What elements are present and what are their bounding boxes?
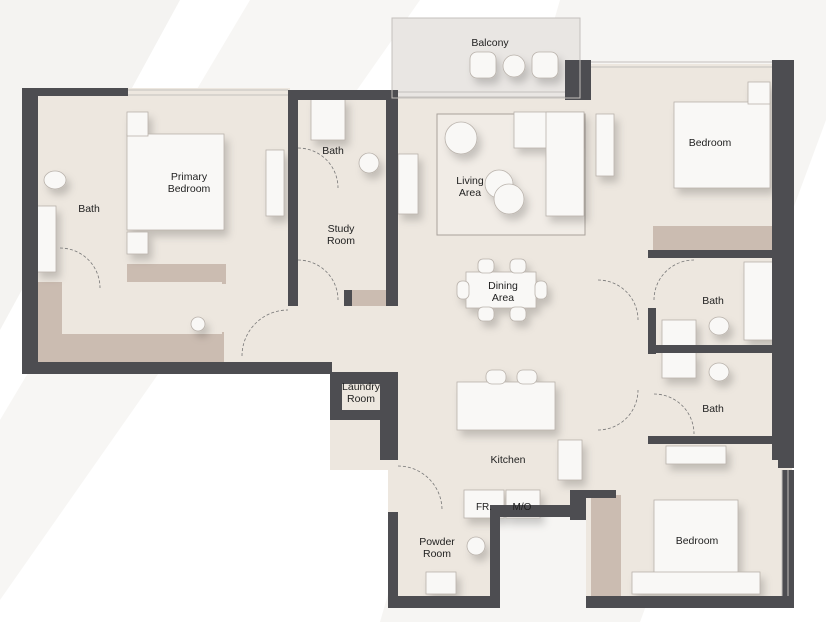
furniture bbox=[35, 51, 781, 595]
primary-bedroom-label-line2: Bedroom bbox=[168, 183, 211, 195]
door-swings bbox=[59, 147, 695, 511]
study-room-label-line2: Room bbox=[327, 235, 355, 247]
kitchen-label: Kitchen bbox=[490, 454, 525, 466]
powder-room-label-line1: Powder bbox=[419, 536, 455, 548]
bath-right-lower-label: Bath bbox=[702, 403, 724, 415]
living-area-label-line1: Living bbox=[456, 175, 484, 187]
bath-top-label: Bath bbox=[322, 145, 344, 157]
primary-bath-label: Bath bbox=[78, 203, 100, 215]
bedroom-ne-label: Bedroom bbox=[689, 137, 732, 149]
bath-right-upper-label: Bath bbox=[702, 295, 724, 307]
dining-area-label-line2: Area bbox=[492, 292, 514, 304]
bedroom-se-label: Bedroom bbox=[676, 535, 719, 547]
laundry-room-label-line1: Laundry bbox=[342, 381, 381, 393]
fridge-label: FR. bbox=[476, 502, 492, 513]
windows bbox=[128, 17, 789, 596]
laundry-room-label-line2: Room bbox=[347, 393, 375, 405]
living-area-label-line2: Area bbox=[459, 187, 481, 199]
microwave-label: M/O bbox=[513, 502, 532, 513]
room-labels: Balcony Primary Bedroom Bath Bath Study … bbox=[78, 37, 731, 560]
dining-area-label-line1: Dining bbox=[488, 280, 518, 292]
balcony-label: Balcony bbox=[471, 37, 509, 49]
powder-room-label-line2: Room bbox=[423, 548, 451, 560]
primary-bedroom-label-line1: Primary bbox=[171, 171, 208, 183]
study-room-label-line1: Study bbox=[328, 223, 356, 235]
